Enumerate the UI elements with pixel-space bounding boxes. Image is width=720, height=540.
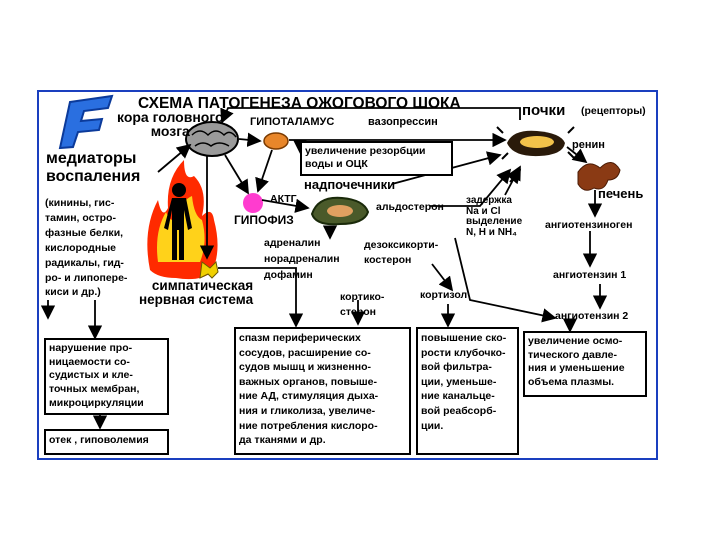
- angiotensin1-label: ангиотензин 1: [553, 269, 627, 281]
- edema-text: отек , гиповолемия: [49, 434, 149, 446]
- pituitary-label: ГИПОФИЗ: [234, 213, 294, 227]
- angiotensinogen-label: ангиотензиноген: [545, 219, 633, 231]
- adrenals-label: надпочечники: [304, 177, 396, 192]
- hypothalamus-label: ГИПОТАЛАМУС: [250, 116, 335, 128]
- hypothalamus-icon: [263, 132, 289, 150]
- vasopressin-label: вазопрессин: [368, 116, 438, 128]
- permeability-box: нарушение про- ницаемости со- судистых и…: [44, 338, 169, 415]
- renin-label: ренин: [572, 139, 605, 151]
- noradrenaline-label: норадреналин: [264, 253, 340, 265]
- kidneys-label: почки: [522, 102, 566, 119]
- deoxycorticosterone-label: дезоксикорти- костерон: [364, 239, 439, 267]
- liver-icon: [577, 162, 621, 191]
- angiotensin2-label: ангиотензин 2: [555, 310, 629, 322]
- kidney-icon: [496, 126, 575, 160]
- edema-box: отек , гиповолемия: [44, 429, 169, 455]
- receptors-label: (рецепторы): [581, 105, 646, 117]
- pituitary-dot-icon: [243, 193, 263, 213]
- adrenaline-label: адреналин: [264, 237, 321, 249]
- osmotic-text: увеличение осмо- тического давле- ния и …: [528, 335, 625, 388]
- acth-label: АКТГ: [270, 193, 297, 205]
- permeability-text: нарушение про- ницаемости со- судистых и…: [49, 342, 144, 409]
- corticosterone-label: кортико- стерон: [340, 291, 385, 319]
- glomerular-text: повышение ско- рости клубочко- вой фильт…: [421, 332, 507, 432]
- diagram-title: СХЕМА ПАТОГЕНЕЗА ОЖОГОВОГО ШОКА: [138, 95, 461, 112]
- retention-label: задержка Na и Cl выделение N, H и NH₄: [466, 195, 523, 238]
- dopamine-label: дофамин: [264, 269, 313, 281]
- spasm-text: спазм периферических сосудов, расширение…: [239, 332, 379, 447]
- adrenal-gland-icon: [310, 196, 370, 226]
- sympathetic-ganglion-icon: [199, 260, 219, 279]
- cortisol-label: кортизол: [420, 289, 468, 301]
- glomerular-box: повышение ско- рости клубочко- вой фильт…: [416, 327, 519, 455]
- resorption-box: увеличение резорбции воды и ОЦК: [300, 141, 453, 176]
- logo-icon: [58, 94, 114, 150]
- brain-icon: [185, 121, 239, 157]
- spasm-box: спазм периферических сосудов, расширение…: [234, 327, 411, 455]
- mediator-list: (кинины, гис- тамин, остро- фазные белки…: [45, 197, 128, 299]
- mediators-label: медиаторы воспаления: [46, 150, 141, 186]
- osmotic-box: увеличение осмо- тического давле- ния и …: [523, 331, 647, 397]
- aldosterone-label: альдостерон: [376, 201, 444, 213]
- sympathetic-label: симпатическая нервная система: [139, 278, 254, 307]
- resorption-text: увеличение резорбции воды и ОЦК: [305, 145, 426, 171]
- liver-label: печень: [598, 186, 644, 201]
- cortex-label: кора головного мозга: [117, 109, 224, 139]
